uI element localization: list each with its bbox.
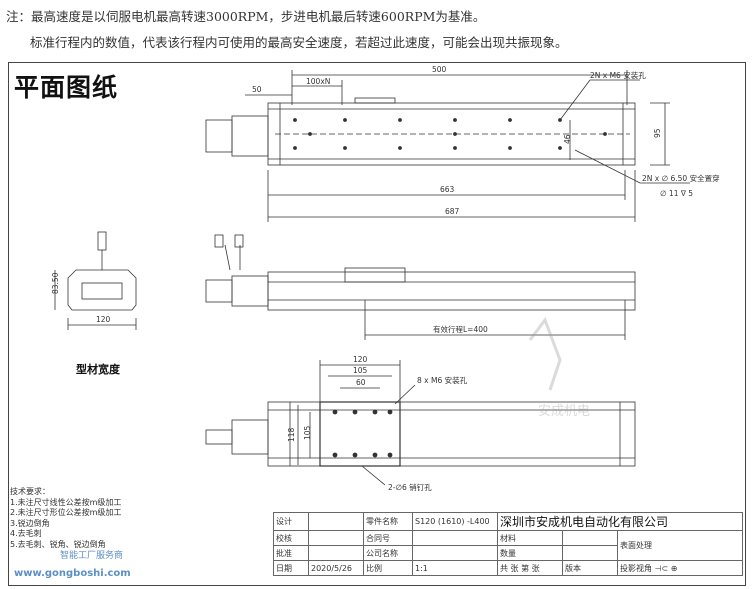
side-motor (205, 279, 233, 303)
bottom-rail (267, 401, 636, 467)
dim-83-50: 83.50 (51, 272, 60, 294)
section-caption: 型材宽度 (76, 362, 121, 376)
pin-holes-label: 2-∅6 销钉孔 (388, 482, 432, 492)
profile-section (67, 269, 137, 311)
side-rail (267, 271, 636, 311)
dim-500: 500 (432, 65, 447, 74)
dim-687: 687 (445, 207, 460, 216)
tb-projection: 投影视角 (620, 563, 652, 573)
tb-version: 版本 (562, 560, 618, 576)
tb-part-name: S120 (1610) -L400 (412, 512, 498, 531)
side-view: 有效行程L=400 (205, 234, 636, 340)
watermark-text: 智能工厂服务商 (60, 551, 124, 561)
dim-120-section: 120 (96, 315, 111, 324)
tb-scale: 1:1 (412, 560, 498, 576)
dim-46: 46 (563, 134, 572, 144)
rail-body (267, 102, 636, 166)
motor-body (205, 119, 233, 153)
company-logo-watermark: 安成机电 (528, 316, 590, 419)
dim-95: 95 (653, 128, 662, 138)
tech-line: 2.未注尺寸形位公差按m级加工 (10, 508, 122, 517)
tech-requirements: 技术要求： 1.未注尺寸线性公差按m级加工 2.未注尺寸形位公差按m级加工 3.… (10, 487, 121, 550)
dim-60-bottom: 60 (356, 378, 366, 387)
tb-date-label: 日期 (273, 560, 309, 576)
pin-hole-label: 2N x ∅ 6.50 安全置穿 (642, 173, 720, 183)
slider-holes-label: 8 x M6 安装孔 (417, 375, 468, 385)
tb-design: 设计 (273, 512, 309, 531)
tech-line: 1.未注尺寸线性公差按m级加工 (10, 497, 122, 507)
tb-company-name-label: 公司名称 (363, 545, 413, 561)
top-view: 500 100xN 50 95 46 663 687 2N x M6 安装孔 2… (205, 65, 720, 222)
slider-holes (332, 409, 393, 458)
title-block: 设计 零件名称 S120 (1610) -L400 深圳市安成机电自动化有限公司… (273, 512, 743, 576)
tb-material: 材料 (497, 530, 563, 546)
drawing-frame (8, 62, 746, 586)
dim-100xN: 100xN (306, 77, 330, 86)
tb-part-name-label: 零件名称 (363, 512, 413, 531)
slider-block (319, 401, 401, 467)
tb-surface: 表面处理 (617, 530, 743, 561)
tb-company: 深圳市安成机电自动化有限公司 (497, 512, 743, 531)
tb-approve: 批准 (273, 545, 309, 561)
tech-heading: 技术要求： (10, 487, 50, 496)
dim-50: 50 (252, 85, 262, 94)
dim-118: 118 (287, 427, 296, 442)
tb-sheets: 共 张 第 张 (497, 560, 563, 576)
tb-date: 2020/5/26 (308, 560, 364, 576)
pin-hole-sub-label: ∅ 11 ∇ 5 (660, 189, 693, 198)
tb-quantity: 数量 (497, 545, 563, 561)
bottom-view: 120 105 60 118 105 8 x M6 安装孔 2-∅6 销钉孔 (205, 355, 636, 492)
dim-120-bottom: 120 (353, 355, 368, 364)
bottom-motor (205, 429, 233, 445)
section-view: 83.50 120 型材宽度 (51, 231, 137, 376)
drawing-title: 平面图纸 (14, 73, 119, 102)
dim-663: 663 (440, 185, 455, 194)
tech-line: 3.锐边倒角 (10, 518, 50, 528)
projection-symbol-icon: ⊣⊂ ⊕ (654, 563, 678, 573)
note-line-2: 标准行程内的数值，代表该行程内可使用的最高安全速度，若超过此速度，可能会出现共振… (30, 35, 568, 50)
dim-105-vertical: 105 (303, 425, 312, 440)
mount-holes-label: 2N x M6 安装孔 (590, 70, 646, 80)
tech-line: 4.去毛刺 (10, 529, 42, 538)
tb-scale-label: 比例 (363, 560, 413, 576)
tech-line: 5.去毛刺、锐角、锐边倒角 (10, 539, 106, 549)
effective-stroke: 有效行程L=400 (433, 324, 488, 334)
svg-text:安成机电: 安成机电 (538, 404, 590, 419)
watermark-url: www.gongboshi.com (14, 568, 131, 579)
motor-flange (231, 115, 269, 157)
tb-contract-label: 合同号 (363, 530, 413, 546)
note-line-1: 注：最高速度是以伺服电机最高转速3000RPM，步进电机最后转速600RPM为基… (6, 9, 486, 24)
tb-check: 校核 (273, 530, 309, 546)
dim-105-bottom: 105 (353, 366, 368, 375)
